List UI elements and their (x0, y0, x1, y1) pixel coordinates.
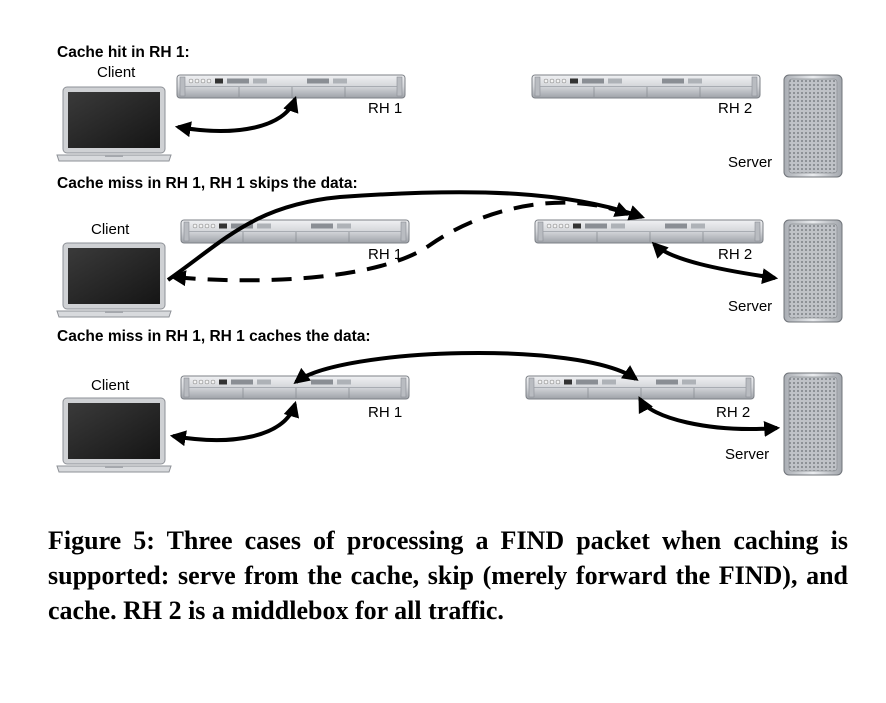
case1-client-label: Client (97, 64, 136, 81)
case3-title: Cache miss in RH 1, RH 1 caches the data… (57, 328, 371, 345)
case1-rh1-label: RH 1 (368, 100, 402, 117)
figure-caption: Figure 5: Three cases of processing a FI… (48, 526, 848, 625)
case3-client-rh1-arrow (169, 400, 300, 447)
case2-rh2-rack-icon (534, 219, 764, 244)
case1-rh1-rack-icon (176, 74, 406, 99)
case2-rh1-label: RH 1 (368, 246, 402, 263)
case3-rh2-rack-icon (525, 375, 755, 400)
case1-client-rh1-arrow (174, 95, 299, 138)
case3-rh2-label: RH 2 (716, 404, 750, 421)
case2-rh2-to-client-dashed-arrow (169, 200, 631, 287)
case1-server-icon (783, 74, 843, 178)
case1-rh2-rack-icon (531, 74, 761, 99)
case1-rh2-label: RH 2 (718, 100, 752, 117)
case3-rh1-rh2-arrow (293, 350, 639, 384)
case2-rh2-server-arrow (651, 241, 779, 285)
case3-rh1-label: RH 1 (368, 404, 402, 421)
case3-server-icon (783, 372, 843, 476)
case2-client-laptop-icon (56, 242, 172, 318)
case2-server-icon (783, 219, 843, 323)
case2-server-label: Server (728, 298, 772, 315)
case3-client-laptop-icon (56, 397, 172, 473)
case2-client-label: Client (91, 221, 130, 238)
case1-title: Cache hit in RH 1: (57, 44, 190, 61)
case2-rh1-rack-icon (180, 219, 410, 244)
case2-title: Cache miss in RH 1, RH 1 skips the data: (57, 175, 358, 192)
case3-rh1-rack-icon (180, 375, 410, 400)
case3-client-label: Client (91, 377, 130, 394)
case3-server-label: Server (725, 446, 769, 463)
case2-rh2-label: RH 2 (718, 246, 752, 263)
case1-client-laptop-icon (56, 86, 172, 162)
case3-rh2-server-arrow (638, 396, 781, 437)
case1-server-label: Server (728, 154, 772, 171)
